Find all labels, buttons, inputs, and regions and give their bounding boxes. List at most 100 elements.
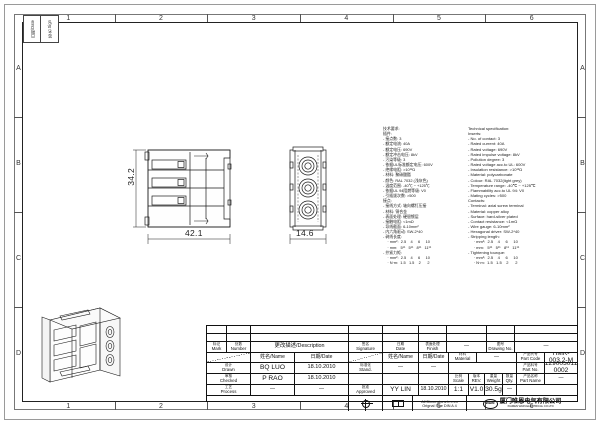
rev-pad-3 — [487, 326, 515, 334]
finish-label: 表面处理 Finish — [419, 342, 447, 353]
name-header-left: 姓名/Name — [251, 353, 295, 363]
checked-blank-2 — [383, 374, 419, 385]
material-label: 材料 Material — [449, 353, 477, 363]
zone-label-right-A: A — [580, 64, 585, 72]
en-spec-line-20: - Stripping length: — [468, 234, 500, 240]
drawn-name: BQ LUO — [251, 363, 295, 374]
name-date-header-row: 姓名/Name 日期/Date 姓名/Name 日期/Date 材料 Mater… — [207, 353, 577, 363]
projection-circle-icon — [360, 398, 373, 411]
en-spec-line-3: - Rated voltage: 690V — [468, 146, 508, 152]
stamp-sign-label: 签名 Sign — [47, 20, 52, 38]
zone-label-bottom-3: 3 — [251, 403, 256, 410]
note-line-2: Orignal Size DIN A 4 — [422, 403, 457, 408]
rev-label: 版本 REV. — [469, 374, 485, 385]
en-spec-line-13: Contacts: — [468, 198, 486, 204]
dimension-height: 34.2 — [126, 168, 136, 186]
part-code-label-cn: 产品代号 — [523, 353, 538, 357]
zone-label-right-D: D — [579, 349, 586, 357]
zone-label-bottom-5: 5 — [437, 403, 441, 410]
rev-label-en: REV. — [471, 377, 482, 383]
rev2-pad-1 — [419, 334, 447, 342]
en-spec-line-15: - Material: copper alloy — [468, 208, 509, 214]
projection-symbol — [349, 396, 383, 411]
company-block: WAIN 厦门唯恩电气有限公司 XIAMEN WAIN ELECTRICAL C… — [467, 396, 577, 411]
en-spec-line-17: - Contact resistance: <1mΩ — [468, 218, 518, 224]
checked-blank-1 — [349, 374, 383, 385]
zone-tick-top-1 — [114, 14, 116, 22]
first-angle-projection-icon — [360, 398, 373, 411]
checked-role: 审核 Checked — [207, 374, 251, 385]
zone-tick-left-2 — [14, 212, 22, 213]
stamp-date-label: 日期/Date — [29, 19, 35, 39]
zone-label-left-D: D — [15, 349, 22, 357]
scale-label-en: Scale — [453, 377, 464, 383]
checked-row: 审核 Checked P RAO 18.10.2010 比例 Scale 版本 … — [207, 374, 577, 385]
zone-label-top-3: 3 — [251, 15, 256, 22]
en-spec-line-21: · mm²: 2.5 4 6 10 — [468, 239, 518, 245]
zone-tick-right-2 — [578, 212, 586, 213]
zone-tick-bottom-1 — [114, 402, 116, 410]
rev-number-cell — [227, 326, 251, 334]
rev-mark-cell — [207, 326, 227, 334]
cn-spec-line-11: - 依据UL 94阻燃等级: V0 — [383, 187, 426, 193]
en-spec-line-12: - Mating cycles: >500 — [468, 193, 507, 199]
weight-label-cn: 重量 — [489, 374, 498, 378]
approved-role-cn: 批准 — [361, 385, 370, 389]
process-row: 工艺 Process — — 批准 Approved YY LIN 18.10.… — [207, 385, 577, 396]
revision-stamp: 日期/Date 签名 Sign — [23, 15, 59, 43]
weight-label: 重量 Weight — [485, 374, 503, 385]
en-spec-line-24: · mm²: 2.5 4 6 10 — [468, 254, 518, 260]
finish-value: — — [447, 342, 487, 353]
cn-spec-line-7: - 绝缘电阻: >10¹²Ω — [383, 167, 416, 173]
name-header-right: 姓名/Name — [383, 353, 419, 363]
signature-header-en: Signature — [356, 345, 375, 351]
zone-label-left-B: B — [16, 159, 21, 167]
zone-label-right-C: C — [579, 254, 586, 262]
zone-tick-top-5 — [485, 14, 487, 22]
zone-label-top-5: 5 — [437, 15, 441, 22]
approved-role: 批准 Approved — [349, 385, 383, 396]
cn-spec-line-15: - 材料: 铜合金 — [383, 208, 407, 214]
zone-label-top-2: 2 — [159, 15, 163, 22]
projection-cone-icon — [391, 400, 404, 407]
cn-spec-line-24: · mm²: 2.5 4 6 10 — [383, 254, 430, 260]
rev2-sign-cell — [349, 334, 383, 342]
cn-spec-line-2: - 额定电流: 40A — [383, 141, 411, 147]
mark-header: 标记 Mark — [207, 342, 227, 353]
part-no-label-cn: 产品料号 — [523, 363, 538, 367]
zone-label-top-4: 4 — [344, 15, 349, 22]
dimension-depth: 14.6 — [296, 228, 314, 238]
stamp-cell-date: 日期/Date — [24, 16, 41, 42]
en-spec-line-8: - Material: polycarbonate — [468, 172, 513, 178]
finish-label-cn: 表面处理 — [425, 342, 440, 346]
drawn-role-en: Drawn — [222, 366, 235, 372]
cn-spec-line-19: - 内六角驱动: SW-2*40 — [383, 229, 423, 235]
zone-tick-right-3 — [578, 307, 586, 308]
en-spec-line-6: - Rated voltage acc.to UL: 600V — [468, 162, 526, 168]
en-spec-line-16: - Surface: hard-silver plated — [468, 213, 518, 219]
stand-role-cn: 标准化 — [360, 363, 371, 367]
zone-tick-left-1 — [14, 117, 22, 118]
rev-label-cn: 版本 — [472, 374, 481, 378]
bottom-row: All Dimensions in mm Orignal Size DIN A … — [207, 396, 577, 411]
process-role-en: Process — [220, 388, 237, 394]
rev2-date-cell — [383, 334, 419, 342]
cn-spec-line-20: - 剥线长度: — [383, 234, 403, 240]
revision-row-empty-2 — [207, 334, 577, 342]
en-spec-line-23: - Tightening tourque: — [468, 249, 506, 255]
en-spec-title: Technical specification: — [468, 126, 510, 131]
rev2-pad-3 — [487, 334, 515, 342]
zone-label-bottom-6: 6 — [529, 403, 534, 410]
en-spec-line-2: - Rated current: 40A — [468, 141, 505, 147]
cn-spec-line-10: - 温度范围: -40℃ ~ +125℃ — [383, 182, 430, 188]
dimension-notes: All Dimensions in mm Orignal Size DIN A … — [413, 396, 467, 411]
en-spec-line-19: - Hexagonal driver: SW-2*40 — [468, 229, 520, 235]
en-spec-line-5: - Pollution degree: 3 — [468, 156, 505, 162]
stand-role: 标准化 Stand. — [349, 363, 383, 374]
drawn-role-cn: 设计 — [224, 363, 233, 367]
company-name-en: XIAMEN WAIN ELECTRICAL CO.LTD — [507, 404, 554, 409]
cn-spec-line-25: · N·m: 1.5 1.5 2 2 — [383, 260, 430, 266]
bottom-blank — [207, 396, 349, 411]
rev-pad-4 — [515, 326, 577, 334]
